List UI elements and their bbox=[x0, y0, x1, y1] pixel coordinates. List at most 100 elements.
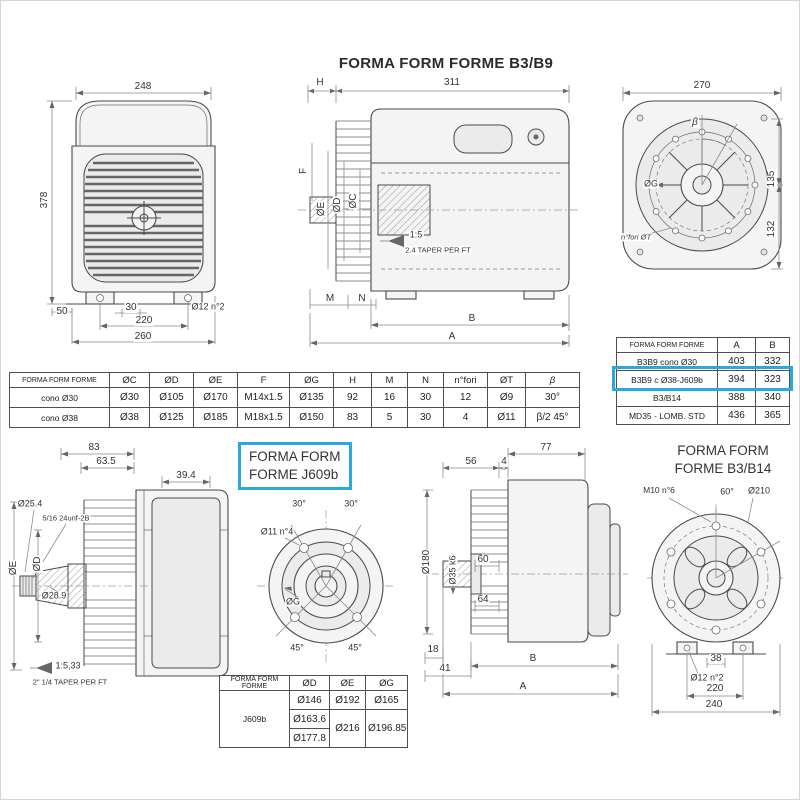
taper-ratio-label: 1:5 bbox=[408, 229, 424, 240]
table-header-row: FORMA FORM FORME ØD ØE ØG bbox=[219, 675, 408, 691]
dim-label-fori: n°fori ØT bbox=[619, 232, 653, 242]
dim-label-foot-holes: Ø12 n°2 bbox=[190, 301, 226, 312]
j609b-section-linework bbox=[10, 448, 229, 677]
front-view-drawing: 248 378 50 30 Ø12 n°2 220 260 bbox=[36, 76, 266, 346]
table-row: MD35 - LOMB. STD 436 365 bbox=[616, 406, 790, 425]
column-header: FORMA FORM FORME bbox=[616, 337, 718, 353]
b3b14-side-linework bbox=[423, 448, 628, 698]
dim-label-25-4: Ø25.4 bbox=[16, 498, 44, 509]
dim-label-248: 248 bbox=[133, 81, 153, 92]
table-row: cono Ø38 Ø38 Ø125 Ø185 M18x1.5 Ø150 83 5… bbox=[9, 407, 580, 428]
j609b-flange-linework bbox=[257, 510, 395, 664]
dim-label-56: 56 bbox=[464, 456, 478, 467]
ab-dimensions-table: FORMA FORM FORME A B B3B9 cono Ø30 403 3… bbox=[616, 337, 790, 425]
j609b-form-label-line2: FORME J609b bbox=[249, 467, 339, 483]
column-header: A bbox=[717, 337, 756, 353]
page-title: FORMA FORM FORME B3/B9 bbox=[338, 55, 554, 72]
dim-label-64: 64 bbox=[476, 594, 490, 605]
column-header: N bbox=[407, 372, 444, 388]
dim-label-od: ØD bbox=[332, 196, 343, 214]
column-header: ØC bbox=[109, 372, 150, 388]
dim-label-30: 30 bbox=[124, 302, 138, 313]
dim-label-a: A bbox=[518, 681, 528, 692]
angle-label-45-left: 45° bbox=[289, 642, 305, 653]
angle-label-beta: β bbox=[691, 117, 699, 128]
main-dimensions-table: FORMA FORM FORME ØC ØD ØE F ØG H M N n°f… bbox=[9, 372, 580, 428]
bolt-holes bbox=[666, 521, 766, 635]
dim-label-h: H bbox=[315, 77, 325, 88]
dim-label-50: 50 bbox=[55, 306, 69, 317]
angle-label-30-left: 30° bbox=[291, 498, 307, 509]
dim-label-132: 132 bbox=[766, 219, 777, 239]
b3b14-side-drawing: 77 56 4 Ø180 Ø35 k6 60 64 18 41 B A bbox=[413, 438, 638, 706]
dim-label-311: 311 bbox=[443, 77, 461, 88]
j609b-flange-drawing: 30° 30° Ø11 n°4 ØG 45° 45° bbox=[251, 484, 401, 674]
rear-view-linework bbox=[622, 87, 783, 270]
dim-label-m: M bbox=[324, 293, 336, 304]
column-header: ØG bbox=[289, 372, 334, 388]
dim-label-a: A bbox=[447, 331, 457, 342]
dim-label-oc: ØC bbox=[348, 192, 359, 210]
corner-screws bbox=[636, 114, 768, 256]
dim-label-od: ØD bbox=[32, 555, 43, 573]
table-header-row: FORMA FORM FORME ØC ØD ØE F ØG H M N n°f… bbox=[9, 372, 580, 388]
taper-note-label: 2.4 TAPER PER FT bbox=[404, 245, 472, 255]
angle-label-30-right: 30° bbox=[343, 498, 359, 509]
dim-label-83: 83 bbox=[87, 442, 101, 453]
side-view-linework bbox=[298, 85, 578, 347]
dim-label-63-5: 63.5 bbox=[95, 456, 117, 467]
table-row: B3/B14 388 340 bbox=[616, 388, 790, 407]
ab-table-wrap: FORMA FORM FORME A B B3B9 cono Ø30 403 3… bbox=[612, 337, 793, 425]
dim-label-270: 270 bbox=[692, 80, 712, 91]
angle-label-45-right: 45° bbox=[347, 642, 363, 653]
bolt-holes bbox=[290, 543, 362, 623]
side-view-drawing: H 311 F ØE ØD ØC 1:5 2.4 TAPER PER FT M … bbox=[286, 73, 586, 351]
b3b14-form-label-line1: FORMA FORM bbox=[677, 443, 769, 458]
j609b-section-drawing: 83 63.5 39.4 Ø25.4 5/16 24unf-2B ØE ØD Ø… bbox=[6, 438, 241, 706]
dim-label-og: ØG bbox=[642, 178, 660, 189]
column-header: H bbox=[333, 372, 372, 388]
dim-label-18: 18 bbox=[426, 644, 440, 655]
b3b14-flange-drawing: M10 n°6 60° Ø210 38 Ø12 n°2 220 240 bbox=[631, 478, 799, 723]
table-row-highlighted: B3B9 c Ø38-J609b 394 323 bbox=[616, 370, 790, 389]
dim-label-oe: ØE bbox=[8, 559, 19, 577]
column-header: n°fori bbox=[443, 372, 488, 388]
front-view-linework bbox=[47, 87, 224, 345]
table-row: cono Ø30 Ø30 Ø105 Ø170 M14x1.5 Ø135 92 1… bbox=[9, 387, 580, 408]
dim-label-38: 38 bbox=[709, 653, 723, 664]
dim-label-260: 260 bbox=[133, 331, 153, 342]
column-header: ØD bbox=[149, 372, 194, 388]
dim-label-135: 135 bbox=[766, 169, 777, 189]
dim-label-o12: Ø12 n°2 bbox=[689, 672, 725, 683]
b3b14-form-label-line2: FORME B3/B14 bbox=[674, 461, 772, 477]
column-header: β bbox=[525, 372, 580, 388]
j609b-table-wrap: FORMA FORM FORME ØD ØE ØG J609b Ø146 Ø19… bbox=[219, 675, 408, 748]
column-header: B bbox=[755, 337, 790, 353]
dim-label-4: 4 bbox=[500, 456, 508, 467]
thread-label: 5/16 24unf-2B bbox=[41, 513, 91, 523]
dim-label-b: B bbox=[528, 653, 538, 664]
rear-view-drawing: 270 β ØG n°fori ØT 135 132 bbox=[609, 77, 789, 312]
dim-label-m10: M10 n°6 bbox=[642, 484, 676, 495]
dim-label-28-9: Ø28.9 bbox=[40, 590, 68, 601]
dim-label-240: 240 bbox=[704, 699, 724, 710]
dim-label-o35: Ø35 k6 bbox=[447, 554, 458, 586]
fan-openings bbox=[684, 546, 748, 610]
column-header: M bbox=[371, 372, 408, 388]
column-header: ØE bbox=[193, 372, 238, 388]
dim-label-220: 220 bbox=[705, 683, 725, 694]
column-header: FORMA FORM FORME bbox=[219, 675, 290, 691]
j609b-form-label: FORMA FORM FORME J609b bbox=[238, 442, 352, 491]
table-row: B3B9 cono Ø30 403 332 bbox=[616, 352, 790, 371]
dim-label-41: 41 bbox=[438, 663, 452, 674]
table-row: J609b Ø146 Ø192 Ø165 bbox=[219, 690, 408, 748]
column-header: ØE bbox=[329, 675, 366, 691]
j609b-dimensions-table: FORMA FORM FORME ØD ØE ØG J609b Ø146 Ø19… bbox=[219, 675, 408, 748]
dim-label-77: 77 bbox=[539, 442, 553, 453]
b3b14-form-label: FORMA FORM FORME B3/B14 bbox=[653, 442, 793, 478]
column-header: F bbox=[237, 372, 290, 388]
dim-label-220: 220 bbox=[134, 315, 154, 326]
table-row: Ø177.8 bbox=[220, 728, 408, 748]
dim-label-og: ØG bbox=[284, 596, 302, 607]
